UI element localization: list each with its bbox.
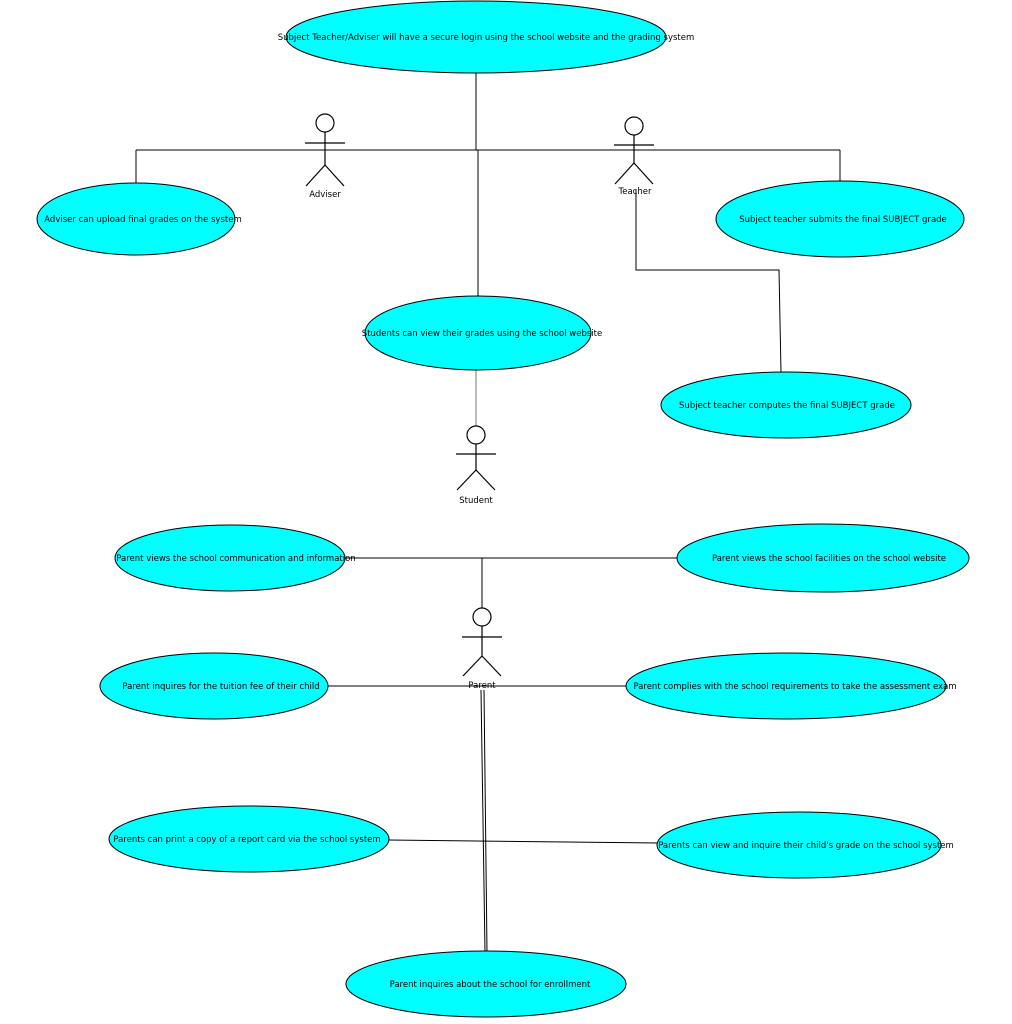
actor-student[interactable]: Student (456, 425, 496, 506)
stick-figure-icon (462, 607, 502, 677)
use-case-parent-enrollment[interactable]: Parent inquires about the school for enr… (345, 950, 627, 1018)
use-case-label: Students can view their grades using the… (362, 329, 602, 339)
use-case-parent-view-grade[interactable]: Parents can view and inquire their child… (656, 811, 954, 879)
use-case-parent-print[interactable]: Parents can print a copy of a report car… (108, 805, 390, 873)
use-case-label: Parent inquires about the school for enr… (390, 980, 591, 990)
use-case-ellipse (36, 182, 236, 256)
use-case-parent-requirements[interactable]: Parent complies with the school requirem… (625, 652, 957, 720)
association-teacher-compute (635, 190, 782, 373)
use-case-ellipse (625, 652, 947, 720)
use-case-parent-communication[interactable]: Parent views the school communication an… (114, 524, 356, 592)
use-case-teacher-compute[interactable]: Subject teacher computes the final SUBJE… (660, 371, 912, 439)
actor-label: Student (459, 496, 493, 506)
use-case-ellipse (660, 371, 912, 439)
use-case-parent-facilities[interactable]: Parent views the school facilities on th… (676, 523, 970, 593)
use-case-label: Parent complies with the school requirem… (633, 682, 956, 692)
use-case-ellipse (364, 295, 592, 371)
use-case-label: Parent inquires for the tuition fee of t… (122, 682, 319, 692)
actor-label: Parent (468, 681, 496, 691)
use-case-ellipse (108, 805, 390, 873)
stick-figure-icon (305, 113, 345, 187)
association-lines (135, 72, 841, 953)
association-parent-lower (387, 839, 661, 844)
use-case-ellipse (715, 180, 965, 258)
use-case-teacher-submit[interactable]: Subject teacher submits the final SUBJEC… (715, 180, 965, 258)
association-parent-enroll-b (483, 689, 488, 953)
use-case-students-view[interactable]: Students can view their grades using the… (362, 295, 602, 371)
use-case-ellipse (676, 523, 970, 593)
use-case-ellipse (285, 0, 667, 74)
use-case-secure-login[interactable]: Subject Teacher/Adviser will have a secu… (278, 0, 695, 74)
use-case-label: Subject teacher computes the final SUBJE… (679, 401, 895, 411)
actor-label: Adviser (309, 190, 341, 200)
association-parent-enroll-a (480, 689, 486, 953)
use-case-adviser-upload[interactable]: Adviser can upload final grades on the s… (36, 182, 242, 256)
use-case-label: Parent views the school facilities on th… (712, 554, 946, 564)
use-case-parent-tuition[interactable]: Parent inquires for the tuition fee of t… (99, 652, 329, 720)
use-case-label: Subject teacher submits the final SUBJEC… (739, 215, 947, 225)
use-case-label: Parents can view and inquire their child… (658, 841, 954, 851)
use-case-label: Parents can print a copy of a report car… (113, 835, 380, 845)
use-case-ellipse (345, 950, 627, 1018)
use-case-label: Adviser can upload final grades on the s… (44, 215, 241, 225)
use-case-label: Parent views the school communication an… (116, 554, 355, 564)
use-case-label: Subject Teacher/Adviser will have a secu… (278, 33, 695, 43)
actor-adviser[interactable]: Adviser (305, 113, 345, 200)
stick-figure-icon (456, 425, 496, 491)
actor-teacher[interactable]: Teacher (614, 116, 654, 197)
use-case-ellipse (99, 652, 329, 720)
actor-label: Teacher (618, 187, 652, 197)
use-case-ellipse (656, 811, 942, 879)
actor-parent[interactable]: Parent (462, 607, 502, 691)
use-case-ellipse (114, 524, 346, 592)
stick-figure-icon (614, 116, 654, 185)
